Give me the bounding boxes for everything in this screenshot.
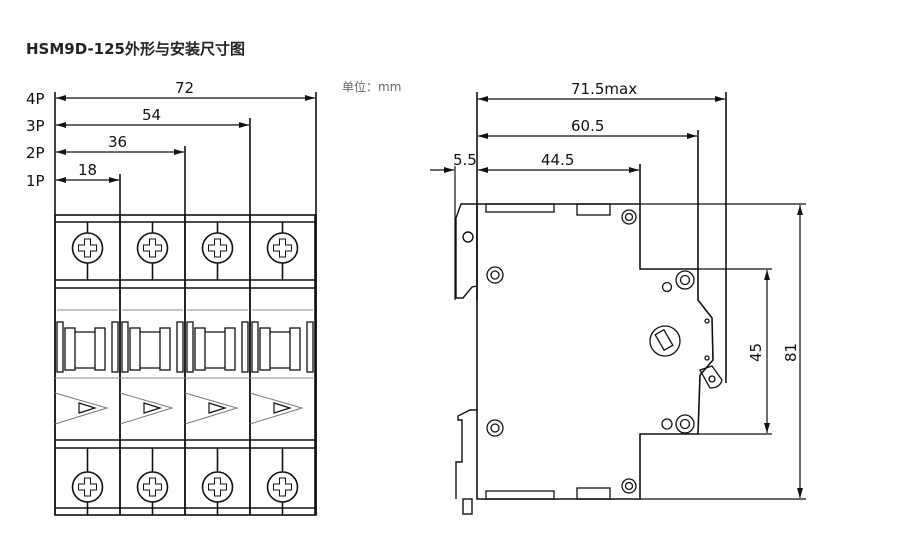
handle-bar [75, 331, 95, 369]
handle-part [64, 327, 76, 371]
dim-text-81: 81 [782, 343, 800, 362]
screw-cross-icon [143, 477, 162, 497]
pole-label-1p: 1P [26, 172, 45, 190]
handle-part [259, 327, 271, 371]
indicator-arrow-icon [249, 392, 304, 425]
handle-bar [205, 331, 225, 369]
indicator-triangle-icon [143, 402, 163, 414]
pole-label-2p: 2P [26, 144, 45, 162]
dim-text-45: 45 [747, 343, 765, 362]
handle-part [94, 327, 106, 371]
screw-cross-icon [273, 477, 292, 497]
dim-text-71-5max: 71.5max [571, 80, 637, 98]
handle-side [121, 321, 129, 373]
indicator-arrow-icon [119, 392, 174, 425]
indicator-arrow-icon [184, 392, 239, 425]
handle-side [176, 321, 184, 373]
handle-part [289, 327, 301, 371]
handle-part [194, 327, 206, 371]
handle-part [129, 327, 141, 371]
indicator-triangle-icon [208, 402, 228, 414]
dim-text-18: 18 [78, 161, 97, 179]
handle-side [251, 321, 259, 373]
screw-cross-icon [143, 238, 162, 258]
handle-part [224, 327, 236, 371]
screw-cross-icon [208, 477, 227, 497]
indicator-triangle-icon [78, 402, 98, 414]
dim-text-44-5: 44.5 [541, 151, 574, 169]
pole-label-3p: 3P [26, 117, 45, 135]
handle-bar [140, 331, 160, 369]
handle-side [241, 321, 249, 373]
dim-text-36: 36 [108, 133, 127, 151]
dim-text-72: 72 [175, 79, 194, 97]
dim-text-54: 54 [142, 106, 161, 124]
screw-cross-icon [273, 238, 292, 258]
handle-side [186, 321, 194, 373]
pole-label-4p: 4P [26, 90, 45, 108]
handle-bar [270, 331, 290, 369]
handle-side [306, 321, 314, 373]
screw-cross-icon [208, 238, 227, 258]
screw-cross-icon [78, 477, 97, 497]
page-title: HSM9D-125外形与安装尺寸图 [26, 40, 245, 58]
handle-part [159, 327, 171, 371]
screw-cross-icon [78, 238, 97, 258]
indicator-arrow-icon [54, 392, 109, 425]
indicator-triangle-icon [273, 402, 293, 414]
side-view: 71.5max 60.5 44.5 5.5 45 81 [430, 80, 806, 515]
dim-text-60-5: 60.5 [571, 117, 604, 135]
front-view: 4P 3P 2P 1P 72 54 36 18 [26, 79, 317, 516]
handle-side [111, 321, 119, 373]
dim-text-5-5: 5.5 [453, 151, 477, 169]
unit-label: 单位：mm [342, 80, 402, 94]
handle-side [56, 321, 64, 373]
